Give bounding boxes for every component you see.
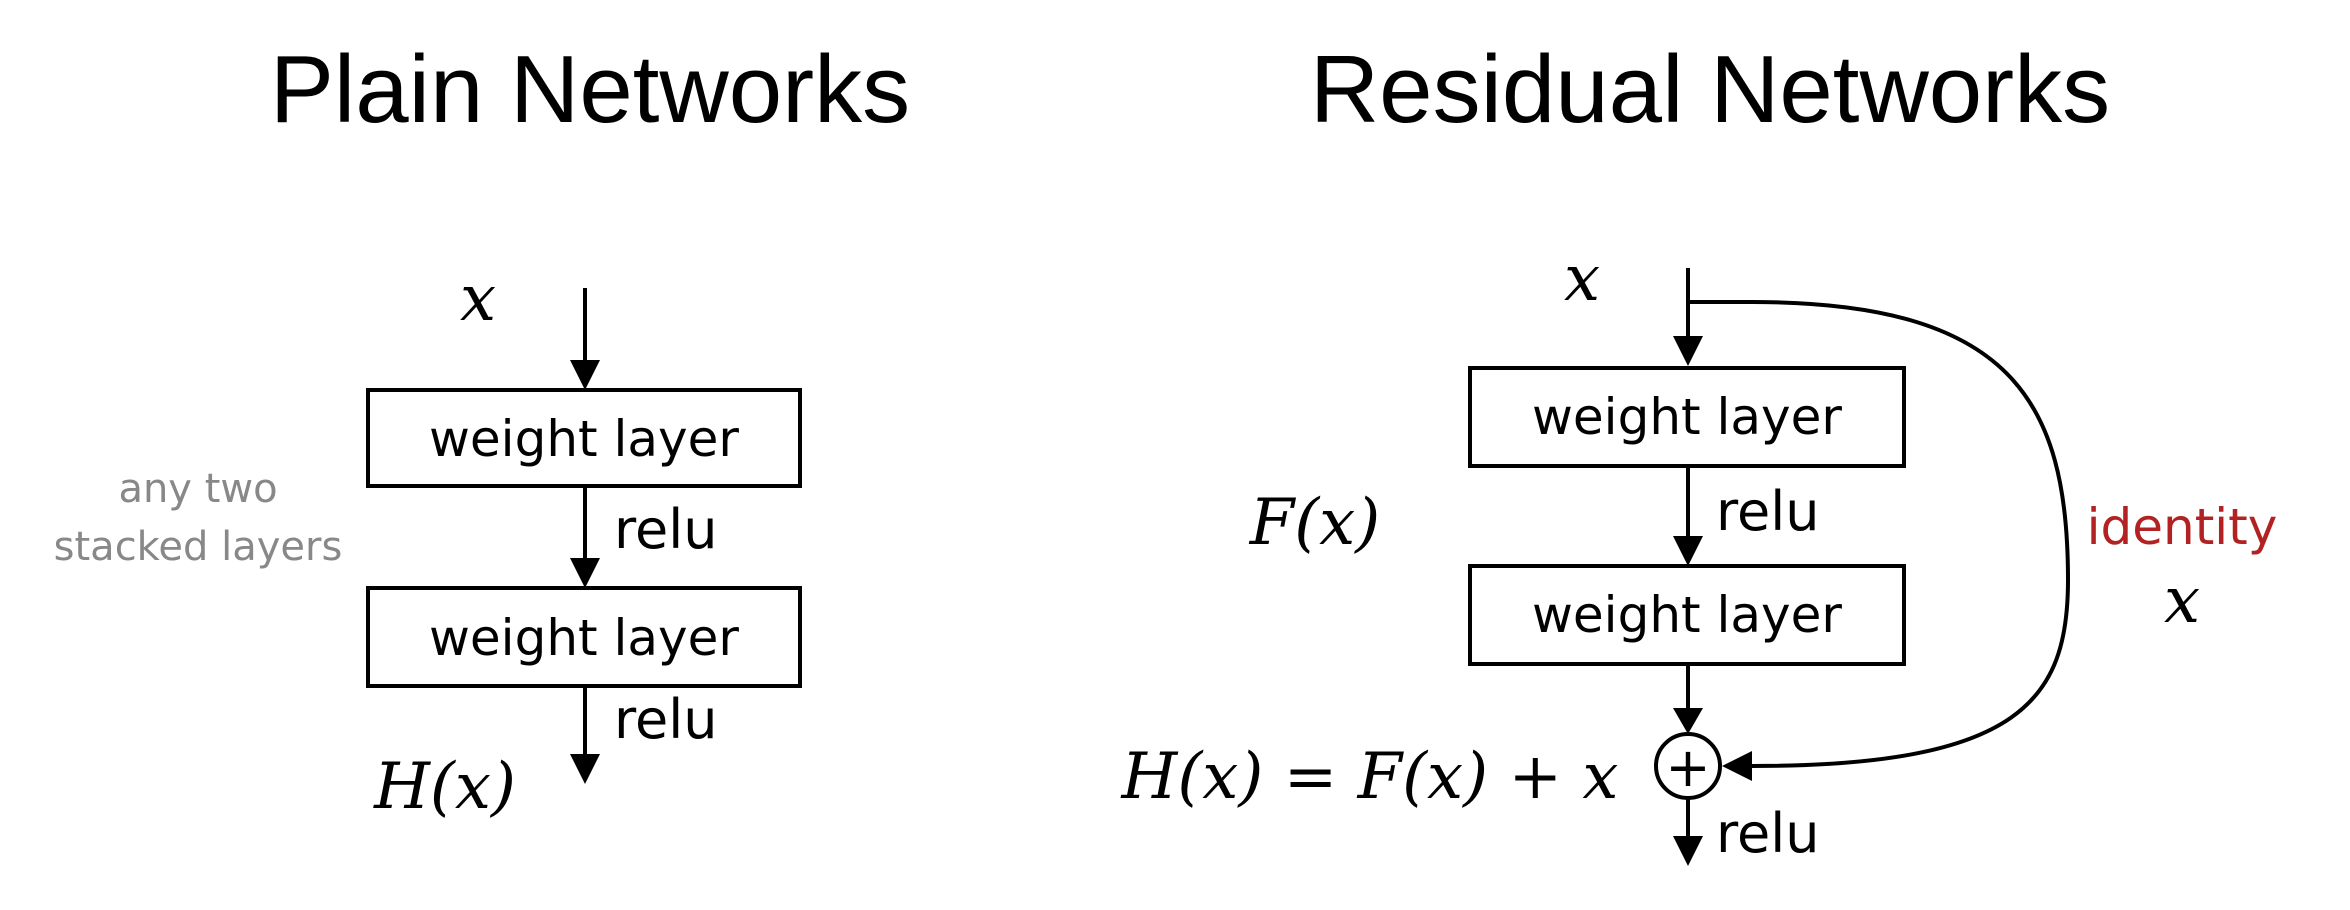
residual-relu-1-label: relu [1716,480,1819,543]
plain-weight-layer-1-label: weight layer [429,410,739,468]
residual-input-arrowhead [1673,336,1703,366]
plain-output-hx: H(x) [373,750,516,824]
plain-weight-layer-2 [366,586,802,688]
plain-mid-arrowhead [570,558,600,588]
plain-networks-title: Plain Networks [270,36,910,143]
plain-input-x: x [460,262,496,336]
residual-mid-arrowhead [1673,536,1703,566]
identity-label: identity [2087,498,2278,556]
plain-weight-layer-2-label: weight layer [429,609,739,667]
residual-output-equation: H(x) = F(x) + x [1121,740,1619,814]
residual-fx-label: F(x) [1249,486,1380,560]
plain-side-note-line-2: stacked layers [54,524,343,570]
residual-output-arrowhead [1673,836,1703,866]
plain-side-note-line-1: any two [118,466,277,512]
residual-network: x weight layer relu F(x) identity x weig… [1121,242,2278,866]
residual-to-sum-arrowhead [1673,708,1703,734]
residual-networks-title: Residual Networks [1310,36,2110,143]
identity-shortcut-path [1688,300,2071,768]
residual-weight-layer-1-label: weight layer [1532,388,1842,446]
plain-relu-1-label: relu [614,498,717,561]
plain-output-arrowhead [570,754,600,784]
plain-network: x weight layer relu any two stacked laye… [54,262,802,824]
sum-node-symbol: + [1665,736,1710,799]
residual-weight-layer-1 [1468,366,1906,468]
plain-relu-2-label: relu [614,688,717,751]
identity-x-label: x [2164,564,2200,638]
residual-relu-out-label: relu [1716,802,1819,865]
residual-weight-layer-2-label: weight layer [1532,586,1842,644]
identity-shortcut-arrowhead [1722,751,1752,781]
residual-input-x: x [1564,242,1600,316]
plain-input-arrowhead [570,360,600,390]
